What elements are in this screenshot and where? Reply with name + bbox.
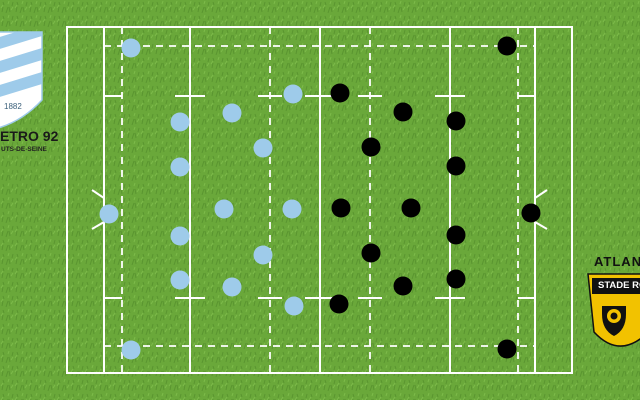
home-player-marker-15: [284, 296, 304, 316]
away-player-marker-13: [446, 269, 466, 289]
home-player-marker-5: [170, 226, 190, 246]
home-players: [99, 38, 304, 360]
home-player-marker-14: [282, 199, 302, 219]
away-player-marker-11: [361, 243, 381, 263]
home-team-logo: 1882 ETRO 92 UTS-DE-SEINE: [0, 30, 64, 160]
away-logo-name: STADE RO: [598, 280, 640, 291]
home-player-marker-6: [170, 270, 190, 290]
home-player-marker-2: [121, 38, 141, 58]
home-player-marker-13: [283, 84, 303, 104]
away-player-marker-8: [401, 198, 421, 218]
home-player-marker-4: [170, 157, 190, 177]
pitch-lines: [66, 26, 573, 374]
away-team-crest-icon: [587, 273, 640, 347]
home-player-marker-11: [253, 138, 273, 158]
away-player-marker-15: [497, 339, 517, 359]
home-player-marker-8: [222, 103, 242, 123]
home-team-crest-icon: [0, 31, 43, 130]
home-logo-subtitle: UTS-DE-SEINE: [1, 146, 47, 153]
away-team-logo: ATLAN STADE RO: [584, 250, 640, 360]
away-player-marker-12: [393, 276, 413, 296]
away-player-marker-9: [521, 203, 541, 223]
home-player-marker-12: [253, 245, 273, 265]
away-player-marker-10: [446, 225, 466, 245]
away-player-marker-1: [497, 36, 517, 56]
fifteen-metre-ticks: [104, 95, 535, 299]
away-player-marker-14: [329, 294, 349, 314]
away-player-marker-6: [446, 156, 466, 176]
away-player-marker-5: [361, 137, 381, 157]
home-player-marker-7: [121, 340, 141, 360]
away-player-marker-2: [330, 83, 350, 103]
dashed-lines: [104, 27, 535, 373]
home-logo-name: ETRO 92: [0, 128, 59, 144]
home-player-marker-9: [214, 199, 234, 219]
away-player-marker-7: [331, 198, 351, 218]
away-player-marker-4: [446, 111, 466, 131]
away-players: [329, 36, 541, 359]
home-player-marker-3: [170, 112, 190, 132]
away-player-marker-3: [393, 102, 413, 122]
home-logo-year: 1882: [4, 102, 22, 111]
away-logo-top-text: ATLAN: [594, 254, 640, 269]
home-player-marker-10: [222, 277, 242, 297]
home-player-marker-1: [99, 204, 119, 224]
